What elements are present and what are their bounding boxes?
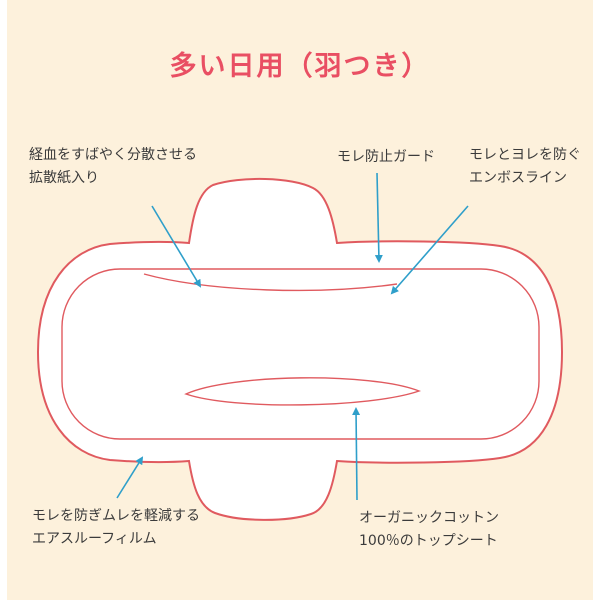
arrow-organic-topsheet [352,407,361,501]
arrow-diffusion-paper [151,205,202,288]
annotation-emboss-line: モレとヨレを防ぐ エンボスライン [469,144,581,190]
annotation-line: エンボスライン [469,170,567,186]
arrow-leak-guard [374,172,383,263]
annotation-line: モレを防ぎムレを軽減する [32,508,200,524]
annotation-line: エアスルーフィルム [32,531,157,547]
page-background: 多い日用（羽つき） 経血をすばやく分散させる 拡散紙入り モレ防止ガード モレと… [7,0,593,600]
annotation-line: モレ防止ガード [337,149,435,165]
annotation-line: オーガニックコットン [359,510,499,526]
pad-inner-edge [61,268,540,440]
annotation-air-through-film: モレを防ぎムレを軽減する エアスルーフィルム [32,505,200,551]
pad-outline [36,177,564,521]
emboss-curve-top [143,273,398,292]
annotation-line: 100％のトップシート [359,533,498,549]
arrow-emboss-line [390,205,469,295]
annotation-line: 拡散紙入り [29,170,99,186]
annotation-line: モレとヨレを防ぐ [469,147,581,163]
annotation-line: 経血をすばやく分散させる [29,147,197,163]
annotation-organic-topsheet: オーガニックコットン 100％のトップシート [359,507,499,553]
annotation-leak-guard: モレ防止ガード [337,146,435,169]
arrow-air-through-film [116,456,144,499]
annotation-diffusion-paper: 経血をすばやく分散させる 拡散紙入り [29,144,197,190]
page-title: 多い日用（羽つき） [169,51,431,83]
emboss-lens-bottom [184,377,422,406]
